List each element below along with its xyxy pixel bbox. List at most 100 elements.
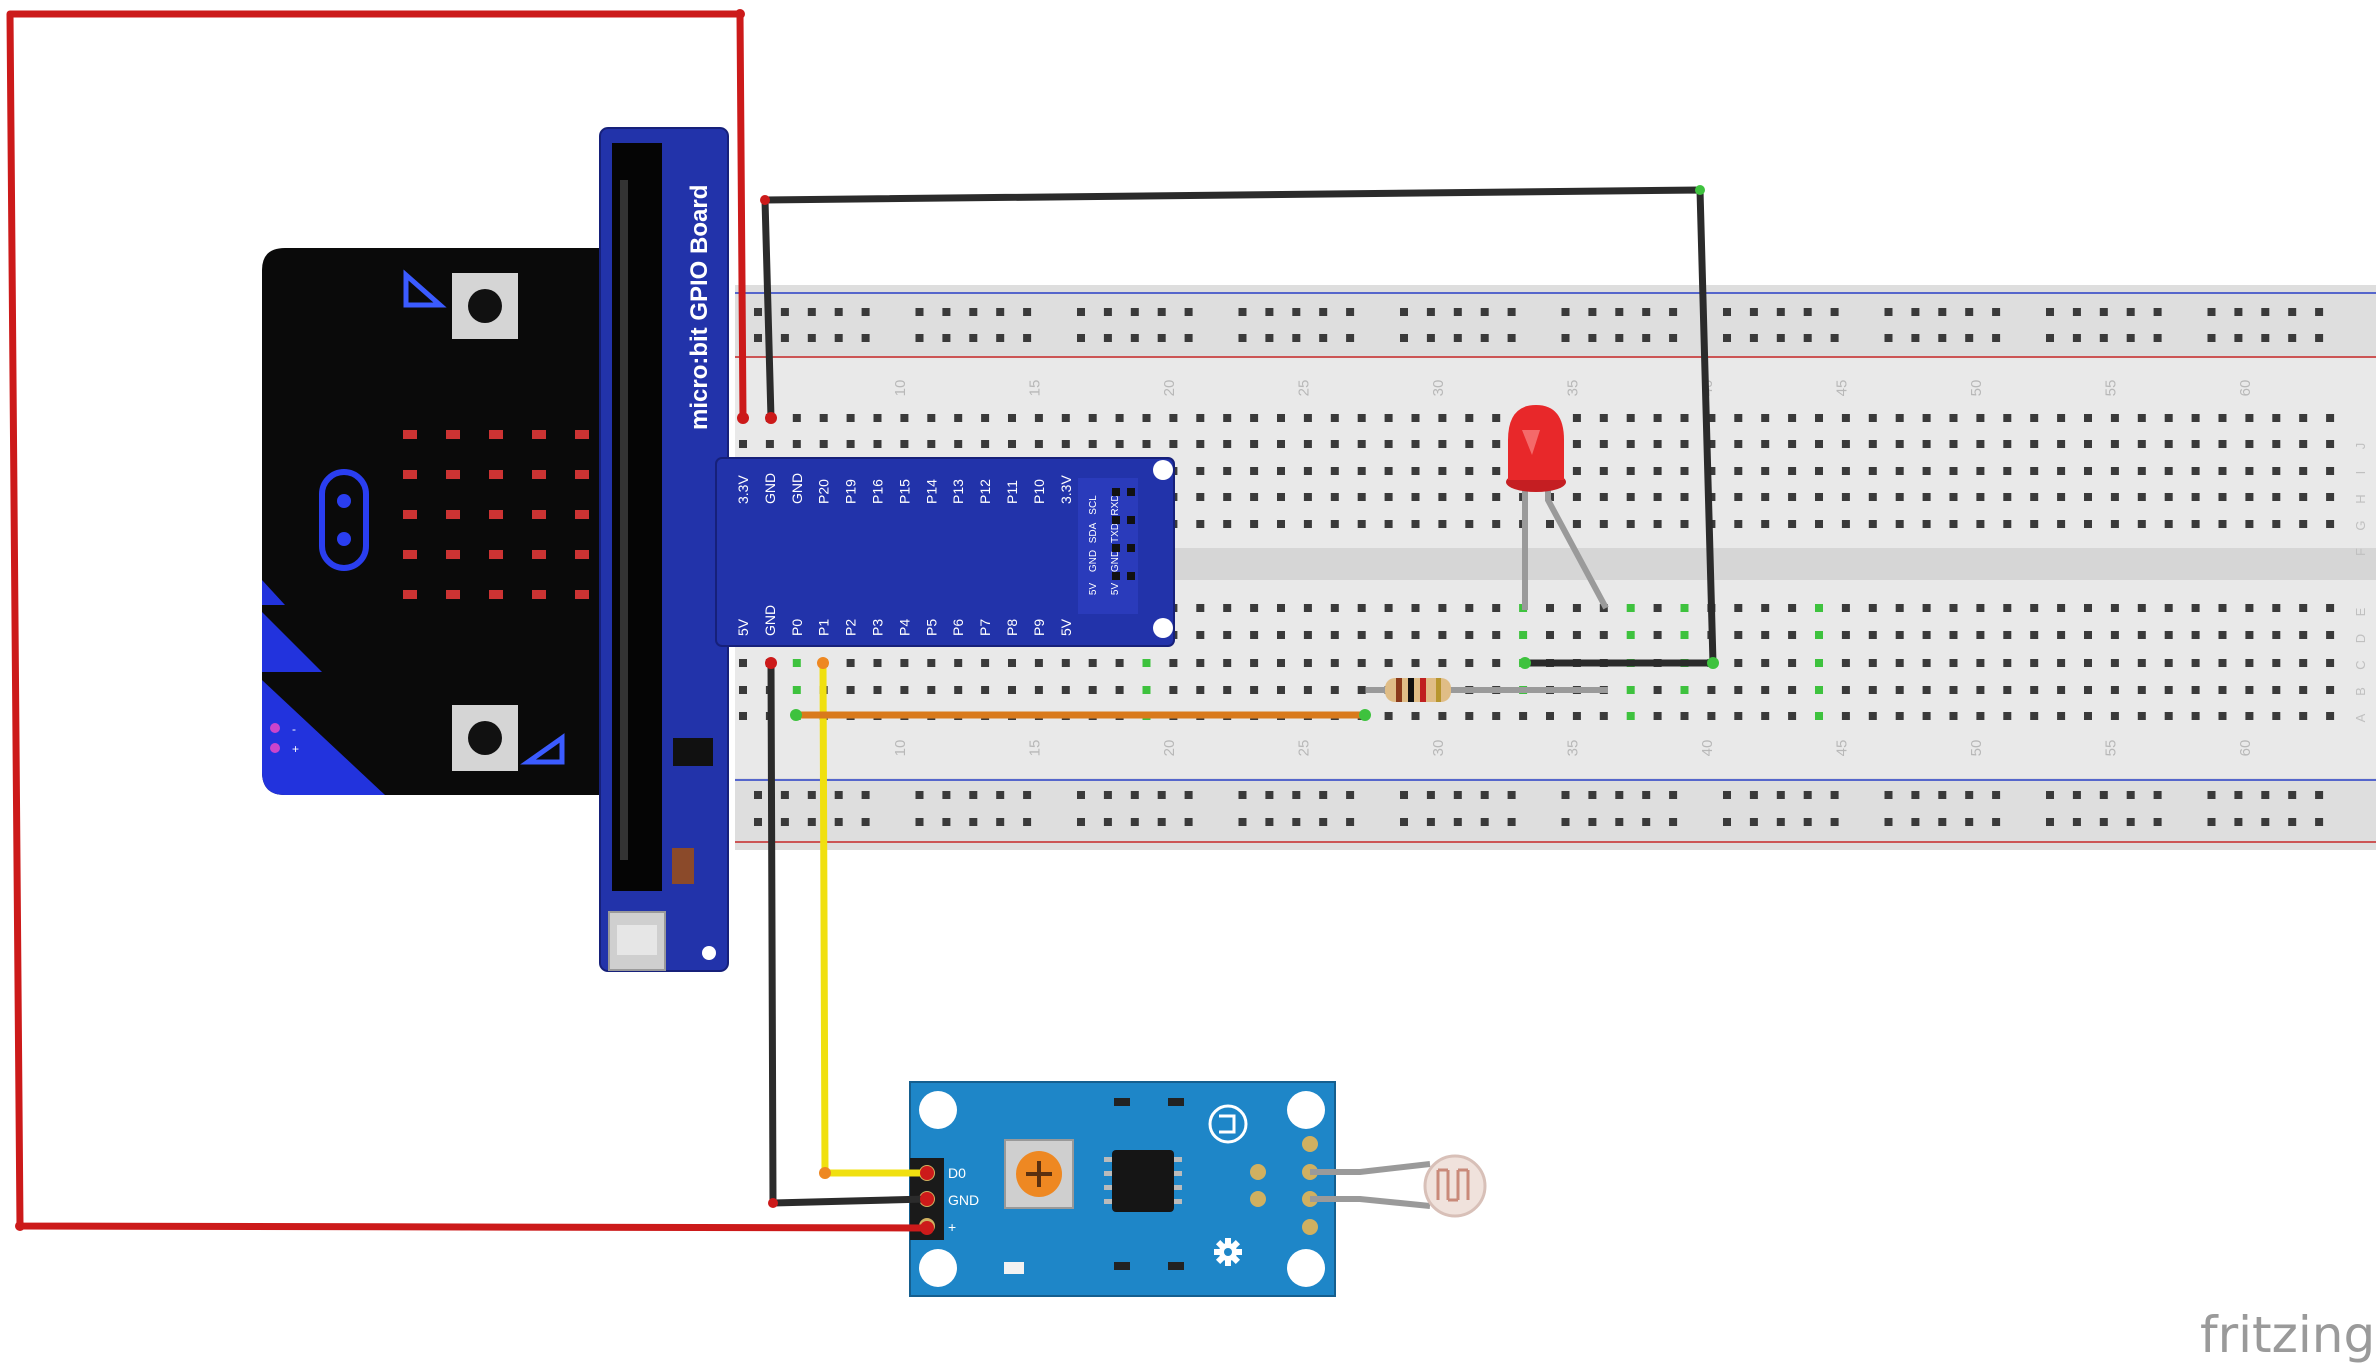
rail-hole	[1992, 818, 2001, 826]
breadboard-hole	[1546, 712, 1554, 720]
top-pin-label: GND	[789, 473, 805, 504]
breadboard-hole	[1949, 467, 1958, 475]
header-pin	[1127, 516, 1135, 524]
breadboard-hole	[1707, 414, 1716, 422]
rail-hole	[1292, 308, 1301, 316]
rail-hole	[1265, 308, 1274, 316]
breadboard-hole	[1734, 712, 1743, 720]
rail-hole	[1426, 308, 1435, 316]
breadboard-hole	[2030, 440, 2039, 448]
breadboard-hole	[1788, 467, 1797, 475]
rail-hole	[1130, 791, 1139, 799]
breadboard-hole	[1169, 414, 1178, 422]
rail-hole	[2153, 308, 2162, 316]
breadboard-hole	[1626, 631, 1635, 639]
breadboard-hole	[2003, 686, 2012, 694]
rail-hole	[1480, 308, 1489, 316]
breadboard-hole	[1492, 467, 1501, 475]
column-number-bottom: 20	[1161, 740, 1178, 757]
breadboard-hole	[1196, 493, 1205, 501]
ldr-pad-6	[1302, 1219, 1318, 1235]
breadboard-hole	[1572, 712, 1581, 720]
rail-hole	[1507, 308, 1516, 316]
breadboard-hole	[1815, 467, 1823, 475]
row-letter: G	[2353, 520, 2368, 530]
breadboard-hole	[2030, 467, 2039, 475]
breadboard-hole	[1438, 467, 1447, 475]
breadboard-hole	[1680, 440, 1689, 448]
resistor	[1366, 678, 1608, 702]
breadboard-hole	[1788, 686, 1797, 694]
rail-hole	[1992, 791, 2001, 799]
led-matrix	[403, 430, 589, 599]
breadboard-hole	[1196, 440, 1205, 448]
breadboard-hole	[739, 659, 747, 667]
rail-hole	[915, 334, 924, 342]
breadboard-hole	[2218, 659, 2227, 667]
breadboard-hole	[2137, 686, 2146, 694]
breadboard-hole	[1922, 414, 1931, 422]
smd-part-1	[1114, 1098, 1130, 1106]
rail-hole	[1346, 791, 1355, 799]
rail-hole	[1588, 334, 1597, 342]
breadboard-hole	[2245, 467, 2254, 475]
breadboard-hole	[1841, 467, 1850, 475]
bottom-power-rail	[735, 778, 2376, 850]
rail-hole	[861, 334, 870, 342]
breadboard-hole	[954, 659, 963, 667]
breadboard-hole	[2137, 440, 2146, 448]
rail-hole	[2072, 308, 2081, 316]
breadboard-hole	[1142, 414, 1151, 422]
rail-hole	[1884, 308, 1893, 316]
header-pin	[1127, 572, 1135, 580]
column-number-bottom: 40	[1699, 740, 1716, 757]
breadboard-hole	[1277, 467, 1285, 475]
breadboard-hole	[2326, 604, 2335, 612]
rail-hole	[1023, 818, 1032, 826]
bottom-pin-label: P2	[843, 619, 859, 636]
breadboard-hole	[1169, 659, 1178, 667]
breadboard-hole	[2057, 686, 2066, 694]
button-a-marker-icon	[403, 269, 447, 308]
breadboard-hole	[2030, 659, 2039, 667]
breadboard-hole	[1922, 631, 1931, 639]
breadboard-hole	[1949, 440, 1958, 448]
breadboard-hole	[1868, 659, 1877, 667]
breadboard-hole	[1788, 414, 1797, 422]
breadboard-hole	[2164, 440, 2173, 448]
breadboard-hole	[1976, 440, 1985, 448]
breadboard-hole	[1519, 631, 1528, 639]
wire-bend-yellow-1	[819, 1167, 831, 1179]
rail-hole	[807, 308, 816, 316]
breadboard-hole	[1976, 414, 1985, 422]
rail-hole	[1561, 818, 1570, 826]
breadboard-hole	[1895, 414, 1904, 422]
rail-hole	[1911, 818, 1920, 826]
breadboard-hole	[1734, 631, 1743, 639]
breadboard-hole	[1653, 414, 1662, 422]
matrix-led	[575, 470, 589, 479]
rail-hole	[969, 308, 978, 316]
breadboard-hole	[1465, 631, 1474, 639]
wires	[6, 9, 1719, 1235]
wire-bend-red-2	[15, 1221, 25, 1231]
breadboard-hole	[1303, 659, 1312, 667]
rail-hole	[1130, 334, 1139, 342]
rail-hole	[1453, 334, 1462, 342]
header-label: SDA	[1088, 522, 1099, 543]
rail-hole	[834, 791, 843, 799]
breadboard-hole	[2272, 712, 2281, 720]
rail-hole	[807, 818, 816, 826]
matrix-led	[446, 430, 460, 439]
breadboard-hole	[765, 440, 774, 448]
row-letter: F	[2353, 548, 2368, 556]
breadboard-hole	[2137, 631, 2146, 639]
breadboard-hole	[1680, 604, 1689, 612]
row-letter: C	[2353, 660, 2368, 669]
rail-hole	[1642, 818, 1651, 826]
matrix-led	[489, 510, 503, 519]
breadboard-hole	[1330, 467, 1339, 475]
breadboard-hole	[2137, 414, 2146, 422]
breadboard-hole	[1895, 659, 1904, 667]
rail-hole	[1723, 334, 1731, 342]
